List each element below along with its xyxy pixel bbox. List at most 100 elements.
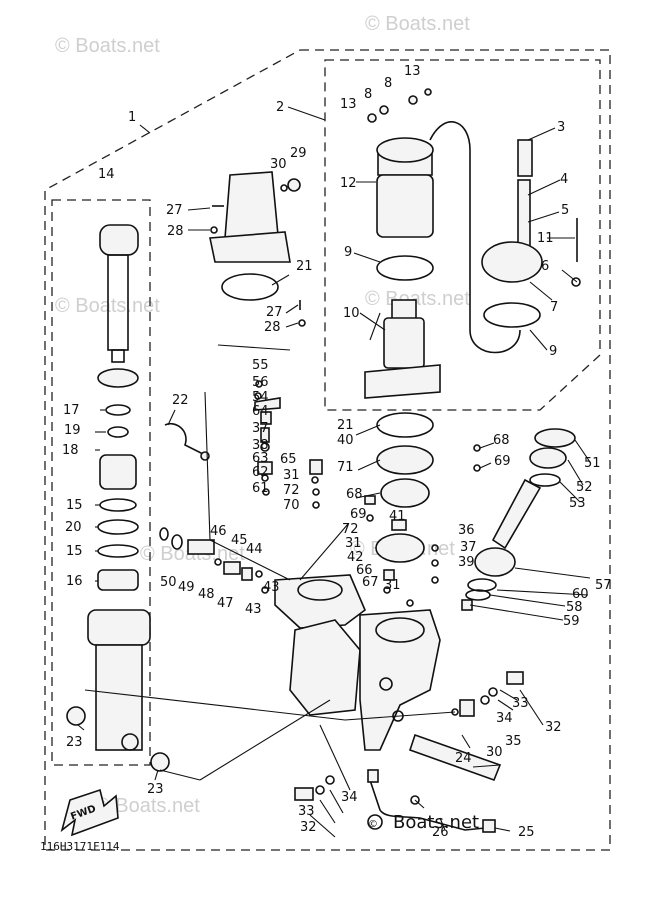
piston-rod-57 <box>491 478 542 550</box>
washer-69 <box>366 514 374 522</box>
footer-mark: Boats.net <box>393 812 479 833</box>
callout-p4: 4 <box>560 172 568 187</box>
cylinder-57 <box>474 547 516 577</box>
rod-thread <box>111 349 125 363</box>
spring-37 <box>431 559 439 567</box>
cylinder-top <box>87 609 151 646</box>
cylinder-eye <box>99 224 139 256</box>
callout-p67: 67 <box>362 575 379 590</box>
bushing-left <box>66 706 86 726</box>
screw-41 <box>391 519 407 531</box>
copyright-icon <box>367 814 383 830</box>
callout-p28a: 28 <box>167 224 184 239</box>
callout-p33b: 33 <box>512 696 529 711</box>
pipe-26 <box>369 779 486 831</box>
assembly-1-outline <box>44 49 611 851</box>
housing-bore <box>297 579 343 601</box>
assembly-14-outline <box>51 199 151 766</box>
bolt-68 <box>364 495 376 505</box>
motor-group <box>364 88 581 399</box>
o-ring-50 <box>159 527 169 541</box>
callout-p31a: 31 <box>283 468 300 483</box>
assembly-2-outline <box>324 59 601 411</box>
gear-71 <box>380 478 430 508</box>
fitting-32b <box>294 787 314 801</box>
copyright-glyph: © <box>368 819 378 830</box>
callout-p12: 12 <box>340 176 357 191</box>
callout-p16: 16 <box>66 574 83 589</box>
pipe-22 <box>164 423 206 456</box>
o-ring-31c <box>406 599 414 607</box>
callout-p27a: 27 <box>166 203 183 218</box>
valve-35 <box>459 699 475 717</box>
callout-p71: 71 <box>337 460 354 475</box>
callout-p55: 55 <box>252 358 269 373</box>
o-ring-70 <box>312 501 320 509</box>
valve-body-bore <box>375 617 425 643</box>
callout-p52: 52 <box>576 480 593 495</box>
cylinder-pin-bore <box>121 733 139 751</box>
plug-o-ring <box>280 184 288 192</box>
screw-13-right <box>424 88 432 96</box>
callout-p69a: 69 <box>350 507 367 522</box>
washer-28 <box>210 226 218 234</box>
screw-8-right <box>408 95 418 105</box>
o-ring-33b <box>315 785 325 795</box>
callout-p6: 6 <box>541 259 549 274</box>
spool-48 <box>187 539 215 555</box>
group-outlines <box>44 49 611 851</box>
callout-p45: 45 <box>231 533 248 548</box>
reservoir-cap <box>224 171 279 239</box>
callout-p24: 24 <box>455 751 472 766</box>
callout-p41: 41 <box>389 509 406 524</box>
plug-66 <box>383 569 395 581</box>
pump-body <box>274 574 441 751</box>
callout-p54: 54 <box>252 390 269 405</box>
fitting-32 <box>506 671 524 685</box>
ball-72 <box>312 488 320 496</box>
callout-p68b: 68 <box>493 433 510 448</box>
callout-p35: 35 <box>505 734 522 749</box>
callout-p62: 62 <box>252 465 269 480</box>
o-ring-67 <box>383 586 391 594</box>
lead-wire <box>517 179 531 251</box>
callout-p64: 64 <box>252 404 269 419</box>
callout-p37b: 37 <box>460 540 477 555</box>
watermark: © Boats.net <box>365 13 470 35</box>
callout-p60: 60 <box>572 587 589 602</box>
callout-numbers: 1234567889910111213131415151617181920212… <box>62 64 612 840</box>
callout-p5: 5 <box>561 203 569 218</box>
callout-p34b: 34 <box>496 711 513 726</box>
screw-8-left <box>379 105 389 115</box>
callout-p39: 39 <box>458 555 475 570</box>
cylinder-cap <box>97 569 139 591</box>
spring-64 <box>260 411 272 425</box>
callout-p26: 26 <box>432 825 449 840</box>
callout-p11: 11 <box>537 231 554 246</box>
main-body <box>289 619 361 716</box>
callout-p3: 3 <box>557 120 565 135</box>
callout-p53: 53 <box>569 496 586 511</box>
callout-p57: 57 <box>595 578 612 593</box>
callout-p34a: 34 <box>341 790 358 805</box>
o-ring-34 <box>480 695 490 705</box>
o-ring-lower <box>97 544 139 558</box>
callout-p58: 58 <box>566 600 583 615</box>
o-ring-upper <box>99 498 137 512</box>
oil-seal <box>105 404 131 416</box>
o-ring-9-right <box>483 302 541 328</box>
o-ring-33 <box>488 687 498 697</box>
lead-wire-sleeve <box>517 139 533 177</box>
callout-p72b: 72 <box>342 522 359 537</box>
armature <box>383 317 425 369</box>
callout-p20: 20 <box>65 520 82 535</box>
callout-p7: 7 <box>550 300 558 315</box>
backup-ring-49 <box>171 534 183 550</box>
bushing-right <box>150 752 170 772</box>
callout-p72a: 72 <box>283 483 300 498</box>
callout-p32b: 32 <box>545 720 562 735</box>
dust-seal <box>107 426 129 438</box>
washer-6 <box>571 277 581 287</box>
callout-p48: 48 <box>198 587 215 602</box>
